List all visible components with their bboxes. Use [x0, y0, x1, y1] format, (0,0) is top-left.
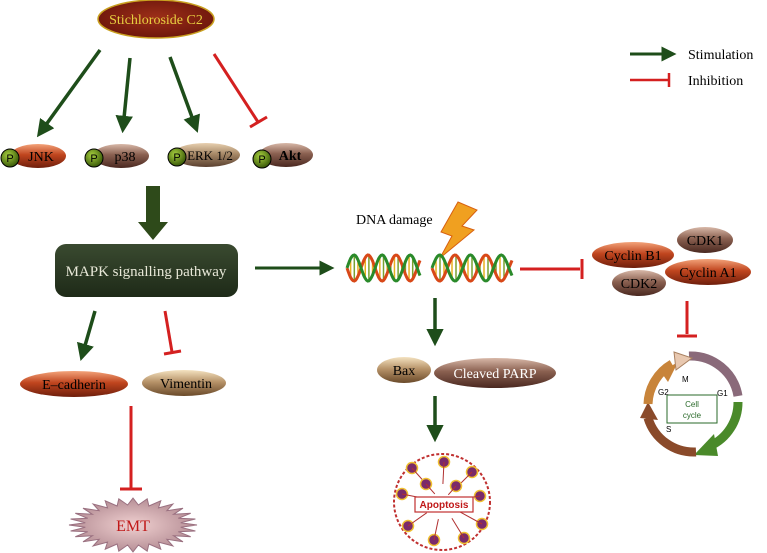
cdk2-node: CDK2: [612, 270, 666, 296]
apoptosis-label-box: [414, 496, 474, 513]
lightning-icon: [439, 201, 478, 259]
emt-starburst: [68, 497, 198, 553]
dna-strand: [345, 253, 422, 283]
dna-helix-left-icon: [345, 253, 422, 283]
cell-cycle-icon: Cell cycle M G1 G2 S: [640, 351, 743, 457]
apoptotic-cells-icon: [395, 455, 489, 547]
kinase-erk: ERK 1/2 P: [167, 143, 240, 167]
mapk-pathway-box: MAPK signalling pathway: [55, 244, 238, 297]
cyclin-b1-label: Cyclin B1: [604, 249, 661, 264]
inhibit-compound-akt-bar: [249, 115, 268, 129]
cdk2-label: CDK2: [621, 277, 658, 292]
compound-label: Stichloroside C2: [109, 13, 203, 28]
kinase-akt: Akt P: [252, 143, 313, 169]
dna-strand: [430, 253, 514, 283]
cell-cycle-arc-g1: [688, 351, 743, 397]
phospho-erk-icon: [167, 147, 187, 167]
apoptotic-cell-link: [433, 518, 439, 541]
dna-damage-label: DNA damage: [356, 213, 433, 228]
apoptosis-label: Apoptosis: [420, 500, 469, 511]
cell-cycle-title-2: cycle: [683, 411, 702, 420]
phase-g1-label: G1: [717, 389, 728, 398]
cell-cycle-arrowhead-m: [661, 362, 678, 382]
kinase-erk-label: ERK 1/2: [187, 148, 233, 163]
inhibit-compound-akt: [212, 53, 260, 123]
apoptotic-cell-link: [451, 517, 465, 539]
cleaved-parp-node: Cleaved PARP: [434, 358, 556, 388]
cell-cycle-arrowhead-g1: [673, 351, 694, 371]
phospho-erk-label: P: [173, 152, 180, 164]
inhibit-mapk-vimentin: [163, 310, 174, 353]
apoptotic-cell-link: [407, 512, 427, 527]
cell-cycle-title-1: Cell: [685, 400, 699, 409]
phospho-jnk-icon: [0, 148, 20, 168]
cdk1-node: CDK1: [677, 227, 733, 253]
arrow-compound-p38: [115, 57, 133, 134]
dna-strand: [345, 253, 422, 283]
legend-inhibition-label: Inhibition: [688, 74, 743, 89]
bax-node: Bax: [377, 357, 431, 383]
kinase-jnk: JNK P: [0, 144, 66, 168]
cell-cycle-arrowhead-g2: [640, 402, 658, 420]
phospho-p38-label: P: [90, 153, 97, 165]
mapk-pathway-label: MAPK signalling pathway: [66, 264, 227, 280]
cyclin-a1-label: Cyclin A1: [679, 266, 736, 281]
phospho-jnk-label: P: [6, 153, 13, 165]
apoptotic-cell-link: [447, 485, 457, 496]
phospho-akt-label: P: [258, 154, 265, 166]
dna-strand: [430, 253, 514, 283]
cleaved-parp-label: Cleaved PARP: [453, 367, 536, 382]
cyclin-b1-node: Cyclin B1: [592, 242, 674, 268]
cyclin-a1-node: Cyclin A1: [665, 259, 751, 285]
ecadherin-node: E–cadherin: [20, 371, 128, 397]
arrow-mapk-ecadherin: [76, 310, 97, 362]
vimentin-label: Vimentin: [160, 377, 212, 392]
cell-cycle-box: [666, 394, 718, 424]
dna-helix-right-icon: [430, 253, 514, 283]
bax-label: Bax: [393, 364, 416, 379]
apoptotic-cell-link: [442, 461, 445, 485]
legend-stimulation-label: Stimulation: [688, 48, 753, 63]
kinase-p38: p38 P: [84, 144, 149, 168]
arrow-compound-erk: [168, 56, 201, 133]
phase-g2-label: G2: [658, 388, 669, 397]
arrow-kinases-mapk: [138, 186, 168, 240]
phase-s-label: S: [666, 425, 671, 434]
emt-label: EMT: [116, 518, 150, 535]
kinase-jnk-label: JNK: [28, 150, 54, 165]
apoptosis-node: Apoptosis: [393, 453, 491, 551]
cell-cycle-arrowhead-s: [694, 434, 718, 456]
cell-cycle-arc-g2: [643, 416, 697, 457]
phospho-akt-icon: [252, 149, 272, 169]
compound-node: Stichloroside C2: [97, 0, 215, 39]
cdk1-label: CDK1: [687, 234, 724, 249]
apoptotic-cell-link: [425, 483, 436, 495]
arrow-compound-jnk: [36, 48, 102, 138]
vimentin-node: Vimentin: [142, 370, 226, 396]
phospho-p38-icon: [84, 148, 104, 168]
ecadherin-label: E–cadherin: [42, 378, 106, 393]
kinase-akt-label: Akt: [279, 149, 302, 164]
cell-cycle-arc-m: [643, 360, 675, 405]
legend: Stimulation Inhibition: [630, 46, 753, 89]
kinase-p38-label: p38: [115, 150, 136, 165]
emt-node: EMT: [68, 497, 198, 553]
phase-m-label: M: [682, 375, 689, 384]
inhibit-mapk-vimentin-bar: [163, 349, 182, 356]
apoptotic-cell-link: [459, 511, 483, 525]
